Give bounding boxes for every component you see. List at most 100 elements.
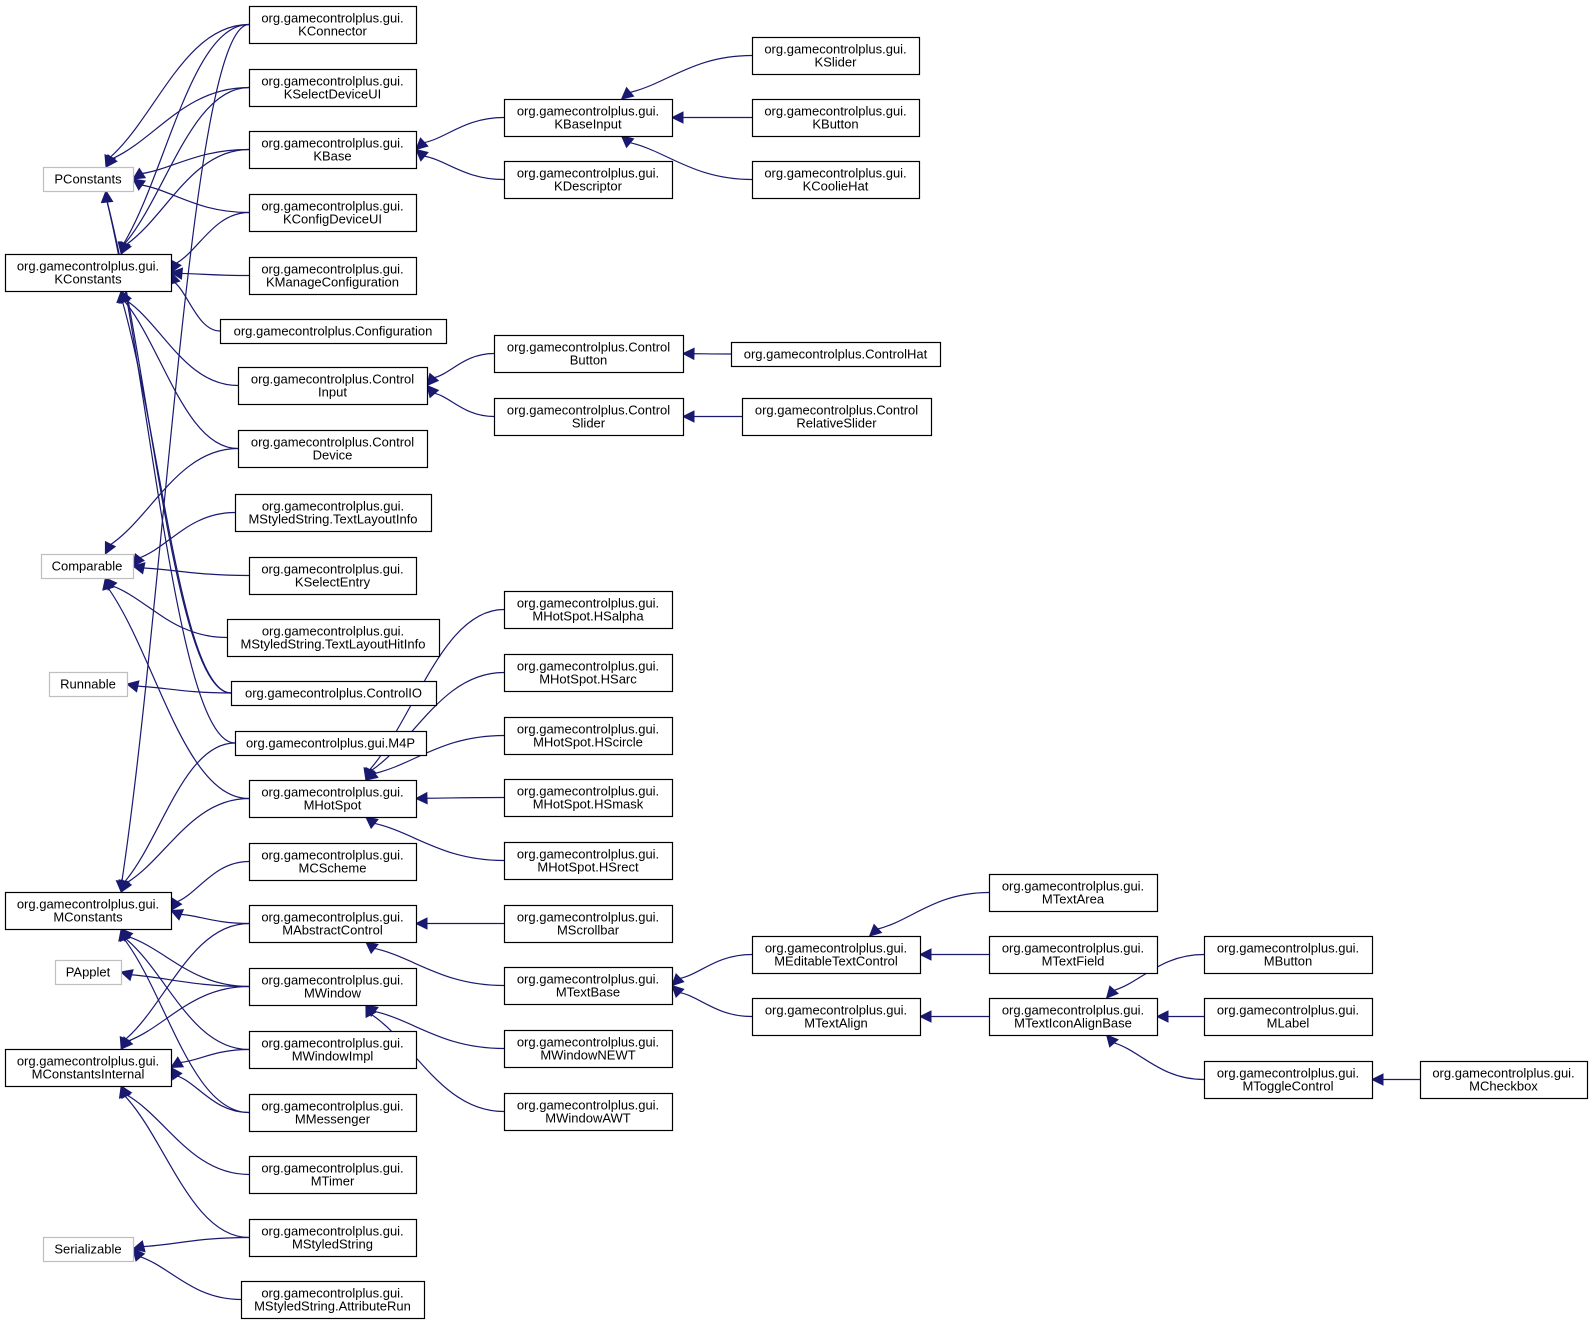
node-box [42, 1236, 135, 1263]
edge-line [124, 937, 250, 1051]
class-node-hscircle[interactable]: org.gamecontrolplus.gui.MHotSpot.HScircl… [503, 716, 674, 756]
node-label-line: org.gamecontrolplus.gui. [261, 74, 403, 89]
class-node-control-relative-slider[interactable]: org.gamecontrolplus.ControlRelativeSlide… [741, 397, 933, 437]
class-node-mcheckbox[interactable]: org.gamecontrolplus.gui.MCheckbox [1419, 1060, 1589, 1100]
node-box [503, 1029, 674, 1069]
arrowhead-icon [132, 1248, 146, 1262]
class-node-kconfig-device-ui[interactable]: org.gamecontrolplus.gui.KConfigDeviceUI [248, 193, 418, 233]
edge-line [142, 567, 250, 577]
class-node-mtoggle-control[interactable]: org.gamecontrolplus.gui.MToggleControl [1203, 1060, 1374, 1100]
arrowhead-icon [125, 680, 140, 693]
class-node-control-io[interactable]: org.gamecontrolplus.ControlIO [230, 680, 438, 707]
inheritance-edge-mtimer-to-mconstants-internal [120, 1085, 250, 1176]
inheritance-edge-kselect-entry-to-comparable [131, 562, 250, 577]
inheritance-edge-meditable-text-control-to-mtext-base [671, 953, 753, 987]
node-label-line: MStyledString [292, 1237, 373, 1252]
class-node-kbase[interactable]: org.gamecontrolplus.gui.KBase [248, 130, 418, 170]
class-node-mtimer[interactable]: org.gamecontrolplus.gui.MTimer [248, 1155, 418, 1195]
node-label-line: MTimer [311, 1174, 355, 1189]
node-box [503, 590, 674, 630]
class-node-mconstants-internal[interactable]: org.gamecontrolplus.gui.MConstantsIntern… [4, 1048, 173, 1088]
arrowhead-icon [105, 153, 118, 168]
class-node-mscrollbar[interactable]: org.gamecontrolplus.gui.MScrollbar [503, 904, 674, 944]
edge-line [124, 922, 250, 1041]
node-box [248, 5, 418, 45]
edge-line [180, 913, 250, 925]
class-node-mwindow[interactable]: org.gamecontrolplus.gui.MWindow [248, 967, 418, 1007]
edge-line [175, 211, 250, 265]
node-label-line: PConstants [54, 172, 122, 187]
class-node-mcscheme[interactable]: org.gamecontrolplus.gui.MCScheme [248, 842, 418, 882]
class-node-attribute-run[interactable]: org.gamecontrolplus.gui.MStyledString.At… [240, 1280, 426, 1320]
edge-line [373, 734, 505, 775]
inheritance-edge-attribute-run-to-serializable [132, 1248, 242, 1301]
class-node-hsarc[interactable]: org.gamecontrolplus.gui.MHotSpot.HSarc [503, 653, 674, 693]
node-label-line: org.gamecontrolplus.Configuration [234, 324, 433, 339]
class-node-mtext-icon-align-base[interactable]: org.gamecontrolplus.gui.MTextIconAlignBa… [988, 997, 1159, 1037]
class-node-hsmask[interactable]: org.gamecontrolplus.gui.MHotSpot.HSmask [503, 778, 674, 818]
class-node-kcoolie-hat[interactable]: org.gamecontrolplus.gui.KCoolieHat [751, 160, 921, 200]
inheritance-edge-kslider-to-kbase-input [620, 54, 753, 100]
node-label-line: org.gamecontrolplus.gui. [261, 136, 403, 151]
inheritance-edge-kconfig-device-ui-to-kconstants [170, 211, 250, 274]
class-node-mconstants[interactable]: org.gamecontrolplus.gui.MConstants [4, 891, 173, 931]
class-node-kconnector[interactable]: org.gamecontrolplus.gui.KConnector [248, 5, 418, 45]
arrowhead-icon [100, 189, 114, 204]
class-node-mstyled-string[interactable]: org.gamecontrolplus.gui.MStyledString [248, 1218, 418, 1258]
edge-line [423, 116, 505, 144]
inheritance-edge-control-slider-to-control-input [426, 384, 495, 418]
node-box [237, 429, 429, 469]
class-node-hsalpha[interactable]: org.gamecontrolplus.gui.MHotSpot.HSalpha [503, 590, 674, 630]
class-node-text-layout-hit-info[interactable]: org.gamecontrolplus.gui.MStyledString.Te… [226, 618, 441, 658]
class-node-kselect-device-ui[interactable]: org.gamecontrolplus.gui.KSelectDeviceUI [248, 68, 418, 108]
arrowhead-icon [131, 562, 146, 575]
class-node-configuration[interactable]: org.gamecontrolplus.Configuration [219, 318, 448, 345]
edge-line [373, 1010, 505, 1050]
node-box [54, 959, 123, 986]
inheritance-edge-control-relative-slider-to-control-slider [681, 410, 743, 423]
class-node-kconstants[interactable]: org.gamecontrolplus.gui.KConstants [4, 253, 173, 293]
inheritance-edge-control-button-to-control-input [426, 352, 495, 387]
class-node-mwindow-awt[interactable]: org.gamecontrolplus.gui.MWindowAWT [503, 1092, 674, 1132]
class-node-mtext-area[interactable]: org.gamecontrolplus.gui.MTextArea [988, 873, 1159, 913]
class-node-kbutton[interactable]: org.gamecontrolplus.gui.KButton [751, 98, 921, 138]
class-node-kslider[interactable]: org.gamecontrolplus.gui.KSlider [751, 36, 921, 76]
class-node-mmessenger[interactable]: org.gamecontrolplus.gui.MMessenger [248, 1093, 418, 1133]
node-label-line: org.gamecontrolplus.gui. [1432, 1066, 1574, 1081]
class-node-text-layout-info[interactable]: org.gamecontrolplus.gui.MStyledString.Te… [234, 493, 433, 533]
class-node-mtext-base[interactable]: org.gamecontrolplus.gui.MTextBase [503, 966, 674, 1006]
class-node-control-hat[interactable]: org.gamecontrolplus.ControlHat [730, 341, 942, 368]
node-box [1419, 1060, 1589, 1100]
class-node-kmanage-configuration[interactable]: org.gamecontrolplus.gui.KManageConfigura… [248, 256, 418, 296]
class-node-kbase-input[interactable]: org.gamecontrolplus.gui.KBaseInput [503, 98, 674, 138]
node-label-line: MTextField [1042, 954, 1105, 969]
inheritance-edge-mtext-area-to-meditable-text-control [868, 891, 990, 937]
class-node-meditable-text-control[interactable]: org.gamecontrolplus.gui.MEditableTextCon… [751, 935, 922, 975]
node-box [1203, 997, 1374, 1037]
node-label-line: org.gamecontrolplus.ControlHat [744, 347, 928, 362]
class-node-mtext-align[interactable]: org.gamecontrolplus.gui.MTextAlign [751, 997, 922, 1037]
class-node-mtext-field[interactable]: org.gamecontrolplus.gui.MTextField [988, 935, 1159, 975]
inheritance-edge-mcscheme-to-mconstants [170, 860, 250, 912]
class-node-mwindow-newt[interactable]: org.gamecontrolplus.gui.MWindowNEWT [503, 1029, 674, 1069]
class-node-kdescriptor[interactable]: org.gamecontrolplus.gui.KDescriptor [503, 160, 674, 200]
class-node-mabstract-control[interactable]: org.gamecontrolplus.gui.MAbstractControl [248, 904, 418, 944]
class-node-m4-p[interactable]: org.gamecontrolplus.gui.M4P [234, 730, 428, 757]
arrowhead-icon [115, 880, 129, 894]
edge-line [111, 86, 250, 160]
class-node-mwindow-impl[interactable]: org.gamecontrolplus.gui.MWindowImpl [248, 1030, 418, 1070]
node-label-line: MButton [1264, 954, 1312, 969]
class-node-hsrect[interactable]: org.gamecontrolplus.gui.MHotSpot.HSrect [503, 841, 674, 881]
class-node-mlabel[interactable]: org.gamecontrolplus.gui.MLabel [1203, 997, 1374, 1037]
class-node-kselect-entry[interactable]: org.gamecontrolplus.gui.KSelectEntry [248, 556, 418, 596]
class-node-mhot-spot[interactable]: org.gamecontrolplus.gui.MHotSpot [248, 779, 418, 819]
node-label-line: org.gamecontrolplus.gui. [262, 624, 404, 639]
class-node-mbutton[interactable]: org.gamecontrolplus.gui.MButton [1203, 935, 1374, 975]
inheritance-edge-mtext-align-to-mtext-base [671, 984, 753, 1018]
node-label-line: MTextAlign [804, 1016, 868, 1031]
arrowhead-icon [620, 86, 635, 100]
